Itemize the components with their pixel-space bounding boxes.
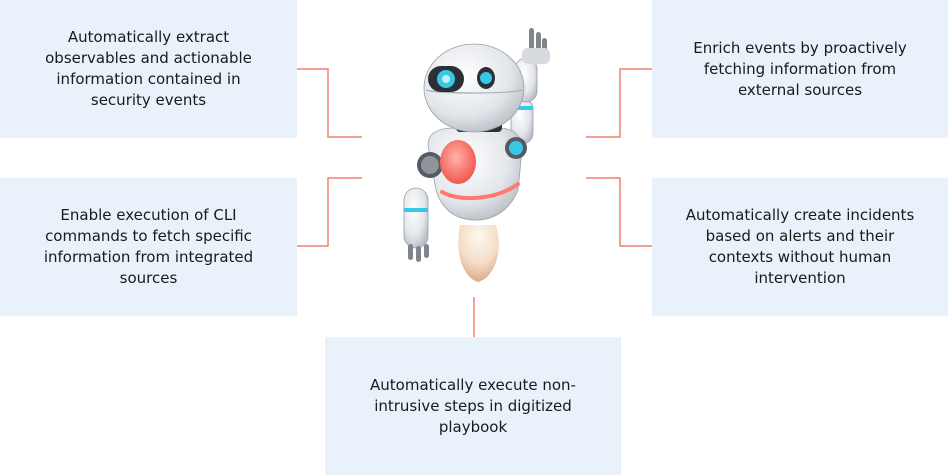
capability-box-execute-playbook: Automatically execute non-intrusive step… — [325, 337, 621, 475]
robot-chest-light — [440, 140, 476, 184]
connector-top-left — [297, 68, 362, 138]
capability-text: Enrich events by proactively fetching in… — [693, 38, 907, 99]
capability-box-cli-execution: Enable execution of CLI commands to fetc… — [0, 178, 297, 316]
connector-middle-right — [586, 177, 652, 247]
capability-box-create-incidents: Automatically create incidents based on … — [652, 178, 948, 316]
capability-text: Automatically create incidents based on … — [685, 206, 915, 287]
robot-mascot-illustration — [403, 28, 550, 282]
robot-eye — [480, 72, 492, 84]
capability-text: Enable execution of CLI commands to fetc… — [43, 206, 254, 287]
capability-text: Automatically execute non-intrusive step… — [370, 375, 576, 436]
robot-head — [423, 43, 525, 133]
connector-top-right — [586, 68, 652, 138]
capability-text: Automatically extract observables and ac… — [45, 28, 252, 109]
connector-middle-left — [297, 177, 362, 247]
robot-lowered-arm — [403, 187, 429, 262]
capability-box-extract-observables: Automatically extract observables and ac… — [0, 0, 297, 138]
capability-box-enrich-events: Enrich events by proactively fetching in… — [652, 0, 948, 138]
